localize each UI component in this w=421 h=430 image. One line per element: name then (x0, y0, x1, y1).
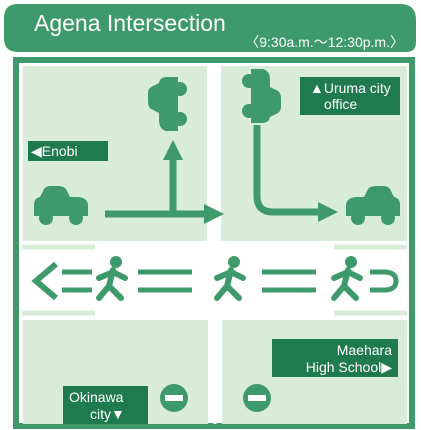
road-lines (22, 66, 407, 424)
pedestrian-icon (214, 256, 246, 301)
sign-maehara-line2: High School▶ (306, 359, 392, 375)
arrow-icon (105, 140, 224, 224)
sign-okinawa: Okinawa city▼ (63, 386, 148, 424)
pedestrian-icon (96, 256, 128, 301)
arrow-icon (253, 125, 338, 222)
time-range: 〈9:30a.m.〜12:30p.m.〉 (245, 34, 404, 50)
page-title: Agena Intersection (34, 10, 226, 36)
car-icon (242, 69, 281, 123)
sign-uruma-line2: office (324, 96, 357, 112)
car-icon (34, 186, 88, 225)
header-banner: Agena Intersection 〈9:30a.m.〜12:30p.m.〉 (4, 4, 416, 52)
sign-uruma-line1: ▲Uruma city (310, 80, 391, 96)
sign-enobi-label: ◀Enobi (31, 143, 78, 159)
sign-uruma: ▲Uruma city office (300, 77, 400, 115)
sign-enobi: ◀Enobi (28, 141, 108, 161)
sign-okinawa-line1: Okinawa (69, 389, 124, 405)
sign-maehara-line1: Maehara (337, 342, 392, 358)
car-icon (346, 186, 400, 225)
sign-maehara: Maehara High School▶ (272, 339, 398, 377)
car-icon (148, 77, 187, 131)
sign-okinawa-line2: city▼ (90, 406, 125, 422)
pedestrian-icon (331, 256, 363, 301)
crosswalk-arrows (31, 261, 399, 301)
no-entry-icon (160, 384, 188, 412)
no-entry-icon (243, 384, 271, 412)
